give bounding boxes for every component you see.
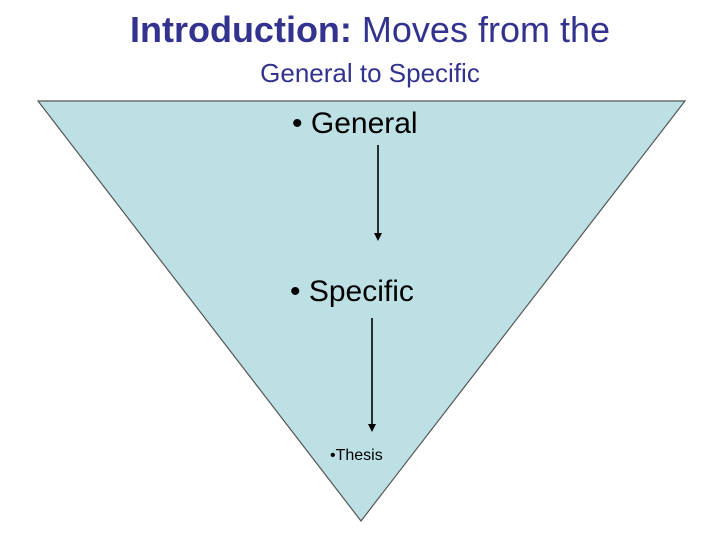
inverted-triangle: [36, 100, 687, 522]
arrowhead-specific-to-thesis: [368, 424, 376, 432]
bullet: •: [290, 275, 301, 308]
slide-subtitle: General to Specific: [260, 58, 480, 88]
level-specific: • Specific: [290, 274, 414, 310]
level-label: Thesis: [335, 447, 383, 464]
level-label: General: [310, 107, 418, 140]
arrowhead-general-to-specific: [374, 233, 382, 241]
level-label: Specific: [308, 275, 414, 308]
level-general: • General: [292, 106, 418, 142]
bullet: •: [292, 107, 303, 140]
bullet: •: [330, 447, 336, 464]
title-bold-part: Introduction:: [129, 9, 352, 50]
slide-title: Introduction: Moves from the: [0, 8, 720, 52]
title-rest-part: Moves from the: [351, 9, 611, 50]
level-thesis: •Thesis: [330, 446, 383, 466]
